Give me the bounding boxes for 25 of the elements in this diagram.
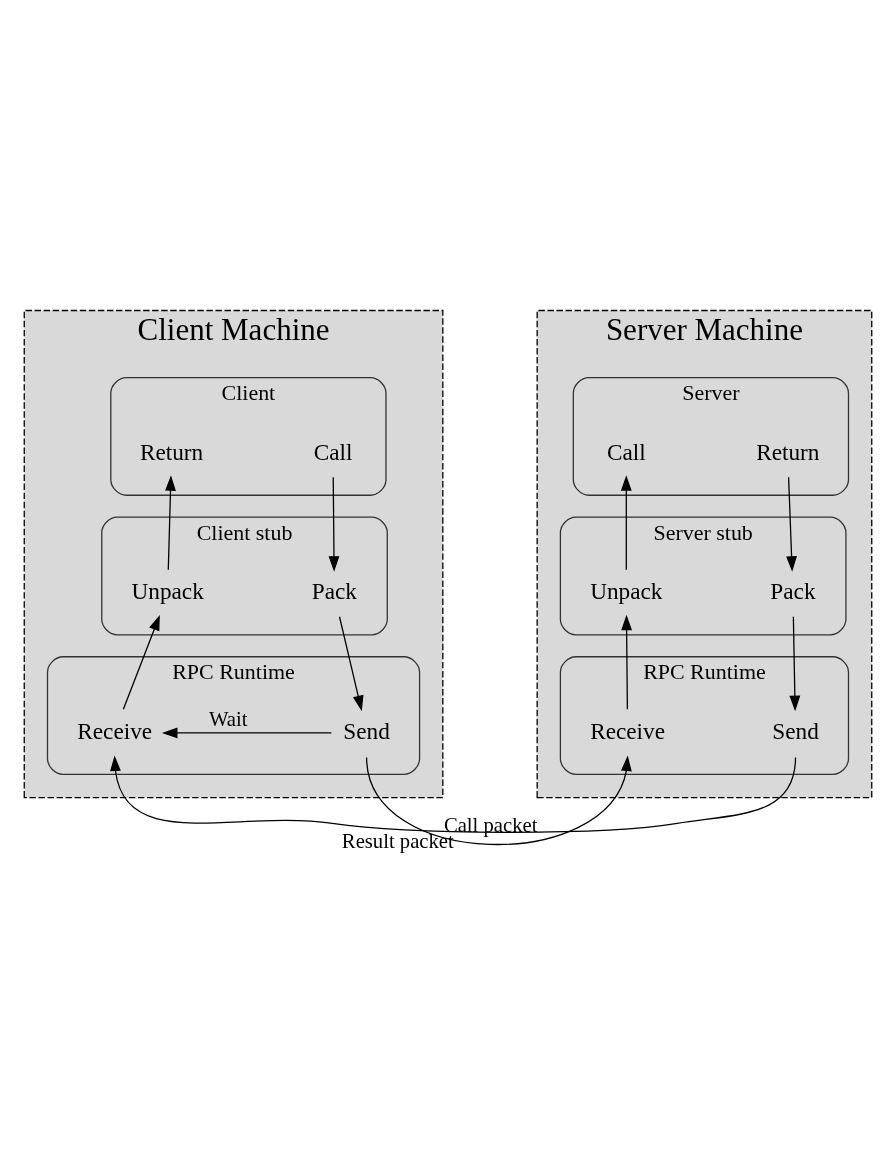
arrow <box>338 615 364 711</box>
arrow <box>621 614 633 710</box>
arrow <box>789 615 801 711</box>
arrow <box>786 476 798 572</box>
node-text: Unpack <box>131 577 204 604</box>
node-text: Return <box>756 438 820 465</box>
node-text: Send <box>343 717 390 744</box>
arrow <box>365 755 632 845</box>
edge-label: Wait <box>208 707 248 730</box>
node-text: Return <box>139 438 204 465</box>
arrow <box>328 476 340 572</box>
edge-label: Call packet <box>443 813 538 836</box>
arrow <box>620 474 632 570</box>
node-text: Pack <box>770 577 816 604</box>
node-text: Call <box>606 438 646 465</box>
arrow <box>110 755 797 833</box>
node-text: Pack <box>311 577 357 604</box>
arrow <box>122 614 160 710</box>
arrow <box>165 474 176 570</box>
node-text: Send <box>772 717 819 744</box>
node-text: Call <box>313 438 353 465</box>
node-text: Unpack <box>590 577 663 604</box>
arrow <box>161 727 332 738</box>
node-text: Receive <box>77 717 153 744</box>
node-text: Receive <box>590 717 666 744</box>
